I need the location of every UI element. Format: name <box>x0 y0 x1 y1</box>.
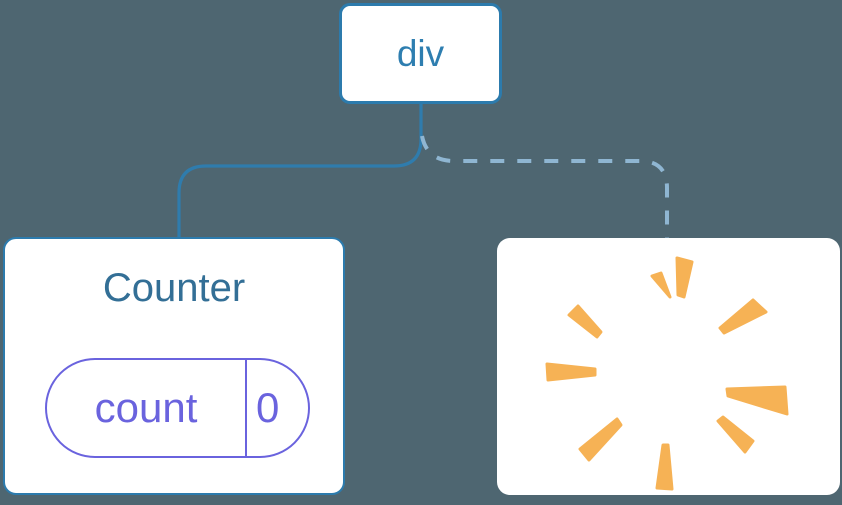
state-value-label: 0 <box>245 360 308 456</box>
poof-burst-icon <box>545 256 789 491</box>
state-key-label: count <box>94 384 198 431</box>
root-node-label: div <box>396 32 445 74</box>
state-pill: count 0 <box>45 358 310 458</box>
edge-div-to-counter <box>177 103 423 239</box>
removed-node <box>497 238 840 495</box>
root-node: div <box>339 3 502 104</box>
counter-node: Counter count 0 <box>3 237 345 495</box>
counter-node-title: Counter <box>102 266 246 310</box>
edge-div-to-removed <box>420 135 669 238</box>
